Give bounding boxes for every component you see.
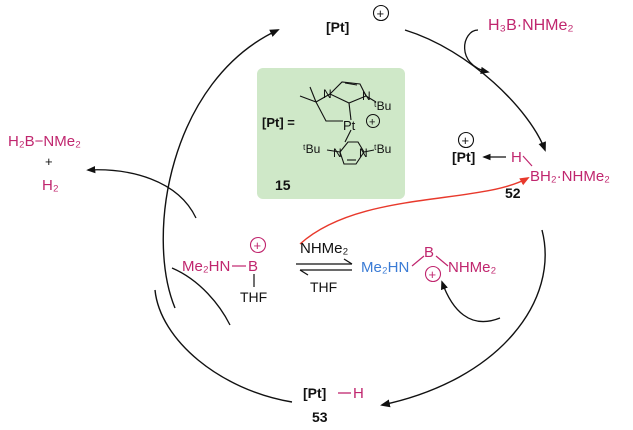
cycle-arrow-left-bottom: [154, 289, 293, 403]
borenium-charge-circle: [249, 236, 267, 254]
equilibrium-reagent: NHMe₂: [300, 240, 349, 257]
boronium-right: NHMe₂: [448, 259, 497, 276]
species-52-charge: +: [462, 133, 470, 148]
species-53-pt: [Pt]: [303, 385, 326, 401]
top-charge-circle: [372, 4, 390, 22]
products-out-arrow: [86, 166, 197, 219]
species-52-number: 52: [505, 185, 521, 201]
species-52-bh: BH₂·NHMe₂: [530, 168, 610, 185]
boronium-charge-circle: [424, 265, 442, 283]
borenium-boron: B: [248, 258, 258, 275]
borenium-prefix: Me₂HN: [182, 258, 230, 275]
species-52-charge-circle: [457, 131, 475, 149]
equilibrium-leaving: THF: [310, 279, 337, 295]
catalyst-n-lower-left: N: [333, 146, 342, 160]
borenium-thf: THF: [240, 289, 267, 305]
catalyst-n-upper-left: N: [323, 87, 332, 101]
product-plus: +: [45, 154, 53, 169]
catalyst-tbu-upper: ᵗBu: [374, 99, 391, 113]
catalyst-number: 15: [275, 177, 291, 193]
catalyst-pt-equals: [Pt] =: [262, 115, 295, 130]
cycle-arrow-right-bottom: [380, 229, 546, 408]
top-charge-sign: +: [377, 6, 385, 21]
catalyst-pt-atom: Pt: [343, 118, 356, 133]
boronium-in-arrow: [441, 280, 501, 323]
boronium-charge: +: [429, 267, 437, 282]
cycle-arrow-right-top: [404, 29, 546, 152]
catalyst-charge-circle: [366, 114, 380, 128]
catalyst-charge: +: [369, 117, 375, 129]
boronium-right-bond: [435, 255, 449, 267]
catalyst-structure: [299, 81, 377, 165]
catalyst-tbu-right: ᵗBu: [374, 142, 391, 156]
reagent-in-label: H₃B·NHMe₂: [488, 17, 574, 34]
catalyst-tbu-left: ᵗBu: [303, 142, 320, 156]
boronium-left: Me₂HN: [361, 259, 409, 276]
species-52-h: H: [511, 149, 522, 166]
species-53-number: 53: [312, 409, 328, 425]
catalyst-box: [257, 68, 405, 199]
species-53-h: H: [353, 385, 364, 402]
product-aminoborane: H₂B−NMe₂: [8, 133, 81, 150]
boronium-left-bond: [411, 255, 425, 267]
cycle-arrow-left-top: [162, 29, 280, 309]
product-h2: H₂: [42, 177, 59, 194]
top-pt-label: [Pt]: [326, 19, 349, 35]
borenium-out-arrow: [171, 267, 231, 326]
species-52-h-b-bond: [522, 155, 533, 167]
species-52-pt: [Pt]: [452, 149, 475, 165]
reagent-in-arrow: [463, 29, 490, 75]
borenium-charge: +: [254, 238, 262, 253]
red-transfer-arrow: [299, 177, 530, 245]
boronium-boron: B: [424, 244, 434, 261]
catalyst-n-upper-right: N: [362, 89, 371, 103]
catalyst-n-lower-right: N: [359, 146, 368, 160]
